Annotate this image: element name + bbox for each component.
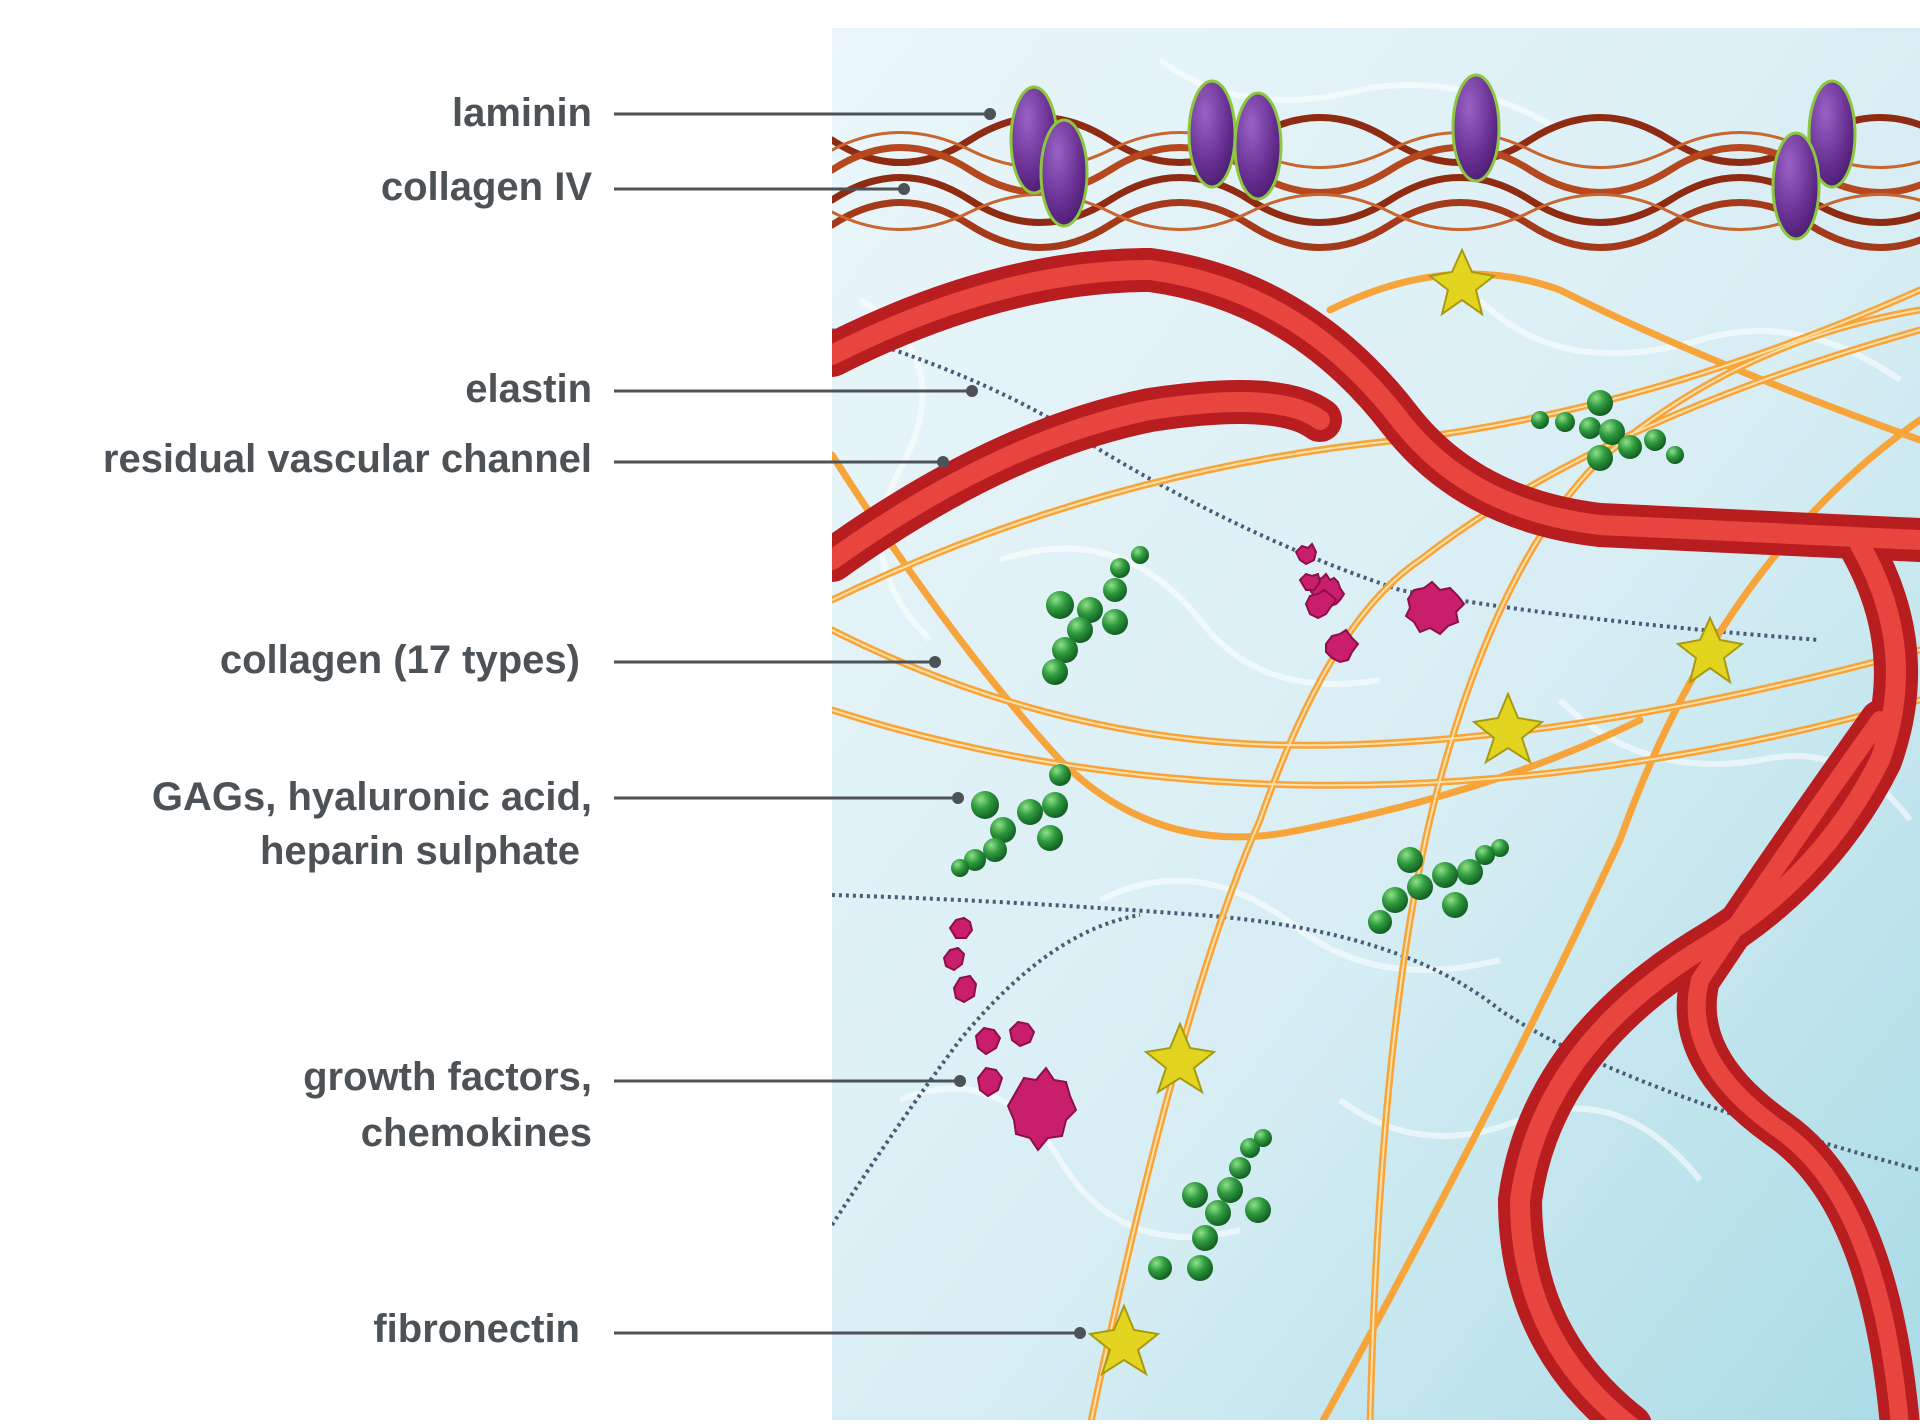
leader-dot-residual-vascular-channel [937, 456, 949, 468]
matrix-background [832, 28, 1920, 1420]
gag-cluster [1148, 1129, 1272, 1281]
label-gags: GAGs, hyaluronic acid, heparin sulphate [152, 775, 964, 873]
gag-cluster [951, 764, 1071, 877]
laminin-molecule [1039, 118, 1089, 228]
label-growth-factors-text-line1: growth factors, [303, 1055, 592, 1099]
laminin-molecule [1187, 79, 1237, 189]
chemokine [1006, 1066, 1078, 1152]
laminin-molecule [1233, 91, 1283, 201]
chemokine [1404, 580, 1466, 636]
label-laminin: laminin [452, 91, 996, 135]
label-collagen-types: collagen (17 types) [220, 638, 941, 682]
chemokine [952, 974, 978, 1004]
label-elastin: elastin [465, 367, 978, 411]
chemokine [976, 1066, 1004, 1098]
chemokine [974, 1026, 1002, 1056]
label-laminin-text: laminin [452, 91, 592, 135]
collagen-fibre [832, 451, 1644, 841]
leader-dot-collagen-iv [898, 183, 910, 195]
laminin-group [1009, 73, 1857, 241]
leader-dot-elastin [966, 385, 978, 397]
laminin-molecule [1771, 131, 1821, 241]
gag-cluster [1531, 390, 1684, 471]
elastin-fibre [832, 328, 1821, 642]
label-residual-vascular-channel-text: residual vascular channel [103, 437, 592, 481]
leader-dot-laminin [984, 108, 996, 120]
label-growth-factors: growth factors, chemokines [303, 1055, 966, 1155]
fibronectin-star [1675, 615, 1745, 685]
chemokine [1298, 572, 1322, 591]
elastin-fibres [832, 328, 1920, 1227]
vascular-channel [832, 247, 1920, 1420]
label-gags-text-line1: GAGs, hyaluronic acid, [152, 775, 592, 819]
label-collagen-types-text: collagen (17 types) [220, 638, 580, 682]
label-growth-factors-text-line2: chemokines [361, 1111, 592, 1155]
leader-dot-collagen-types [929, 656, 941, 668]
fibronectin-star [1471, 691, 1545, 765]
elastin-fibre [832, 893, 1920, 1172]
chemokine [1294, 542, 1318, 566]
leader-dot-fibronectin [1074, 1327, 1086, 1339]
chemokine [1304, 588, 1338, 620]
chemokine [942, 946, 966, 972]
leader-dot-growth-factors [954, 1075, 966, 1087]
elastin-fibre [832, 913, 1141, 1227]
leader-dot-gags [952, 792, 964, 804]
laminin-molecule [1451, 73, 1501, 183]
label-fibronectin-text: fibronectin [373, 1307, 580, 1351]
chemokine [1008, 1020, 1036, 1048]
gag-cluster [1042, 546, 1149, 685]
label-collagen-iv: collagen IV [381, 165, 910, 209]
fibronectin-group [1087, 247, 1745, 1377]
fibronectin-star [1087, 1303, 1161, 1377]
label-collagen-iv-text: collagen IV [381, 165, 592, 209]
growth-factor-group [942, 542, 1466, 1152]
label-gags-text-line2: heparin sulphate [260, 829, 580, 873]
gag-cluster [1368, 839, 1509, 934]
fibronectin-star [1143, 1021, 1217, 1095]
label-residual-vascular-channel: residual vascular channel [103, 437, 949, 481]
collagen-fibre [1326, 270, 1920, 444]
label-elastin-text: elastin [465, 367, 592, 411]
gag-clusters [951, 390, 1684, 1281]
chemokine [1325, 628, 1360, 664]
chemokine [948, 916, 974, 939]
fibronectin-star [1427, 247, 1497, 317]
matrix-panel [832, 28, 1920, 1420]
label-fibronectin: fibronectin [373, 1307, 1086, 1351]
laminin-molecule [1807, 79, 1857, 189]
